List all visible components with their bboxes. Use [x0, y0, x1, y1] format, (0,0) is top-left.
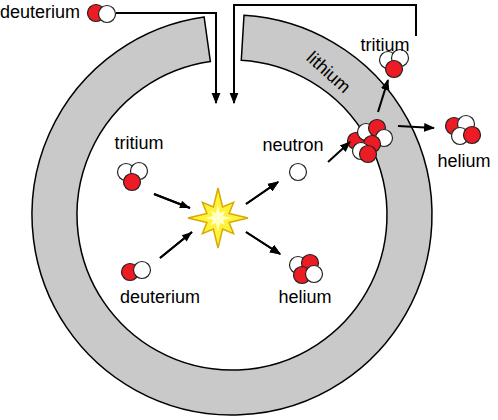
particle-label: neutron [262, 136, 323, 156]
neutron-ball [353, 143, 370, 160]
particle-node: tritium [350, 36, 420, 80]
blanket-band [32, 15, 432, 415]
particle-node: deuterium [0, 1, 116, 25]
fusion-flash [188, 188, 248, 248]
nucleon-ball [124, 174, 141, 191]
proton [360, 146, 377, 163]
proton [348, 133, 365, 150]
particle-node: helium [272, 254, 338, 308]
flow-arrow [378, 80, 388, 112]
particle-node: tritium [104, 134, 174, 194]
neutron-ball [376, 130, 393, 147]
particle-label: tritium [115, 134, 164, 154]
flow-arrow [160, 232, 280, 258]
arrow-head [182, 232, 192, 241]
lithium-nucleus [348, 120, 393, 163]
fusion-star [188, 188, 248, 248]
particle-node: helium [434, 114, 494, 172]
nucleon-ball [386, 61, 403, 78]
flow-arrow [398, 126, 434, 128]
lithium-blanket-ring: lithiumtritiumneutrondeuteriumhelium [32, 15, 432, 415]
flow-arrow [234, 5, 416, 103]
particle-label: deuterium [120, 288, 200, 308]
flow-arrow [328, 142, 350, 162]
fusion-star-core [205, 205, 232, 232]
particle-label: deuterium [0, 3, 80, 23]
particle-label: tritium [361, 36, 410, 56]
nucleon-ball [306, 266, 323, 283]
nucleon-ball [134, 262, 151, 279]
particle-label: helium [278, 288, 331, 308]
proton [369, 120, 386, 137]
flow-arrow [154, 194, 280, 254]
flow-arrow [160, 182, 278, 258]
particle-label: helium [437, 152, 490, 172]
proton [364, 136, 381, 153]
particle-node: neutron [258, 136, 328, 182]
nucleon-ball [290, 164, 307, 181]
flow-arrow [116, 13, 216, 103]
nucleon-ball [99, 6, 116, 23]
flow-arrow [154, 182, 278, 208]
neutron-ball [358, 124, 375, 141]
particle-node: deuterium [110, 258, 210, 308]
node-shape [32, 15, 432, 415]
nucleon-ball [464, 127, 481, 144]
arrow-head [179, 201, 190, 208]
